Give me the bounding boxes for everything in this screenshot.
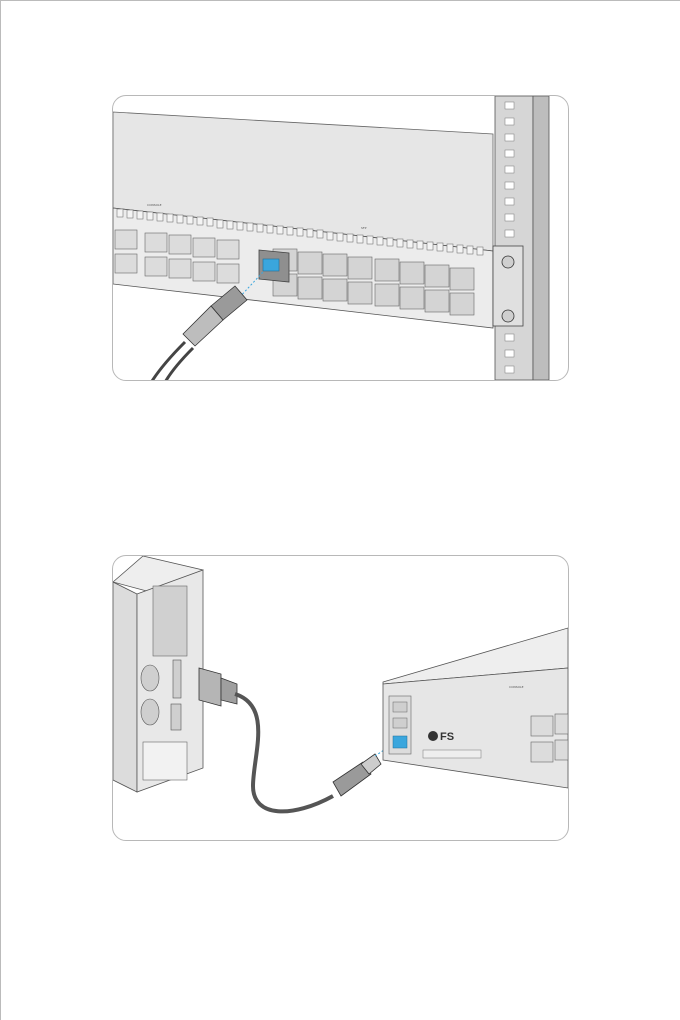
console-group-label: CONSOLE (509, 685, 524, 689)
rack-rail (495, 96, 549, 380)
figure-sfp-fiber-connection: CONSOLE SFP (112, 95, 569, 381)
computer-tower (113, 556, 203, 792)
sfp-installation-illustration: CONSOLE SFP (113, 96, 568, 380)
console-cable-illustration: CONSOLE FS (113, 556, 568, 840)
db9-serial-connector (199, 668, 237, 706)
figure-console-connection: CONSOLE FS (112, 555, 569, 841)
page-border (0, 0, 1, 1020)
page-border (0, 0, 680, 1)
mounting-bracket (493, 246, 523, 326)
rj45-console-plug (333, 754, 381, 796)
brand-logo-text: FS (440, 731, 454, 743)
sfp-transceiver-module (259, 250, 289, 282)
console-group-label: CONSOLE (147, 203, 162, 207)
switch-chassis (383, 628, 568, 788)
lc-fiber-connector (149, 286, 247, 380)
sfp-group-label: SFP (361, 226, 367, 230)
console-cable (235, 694, 333, 811)
